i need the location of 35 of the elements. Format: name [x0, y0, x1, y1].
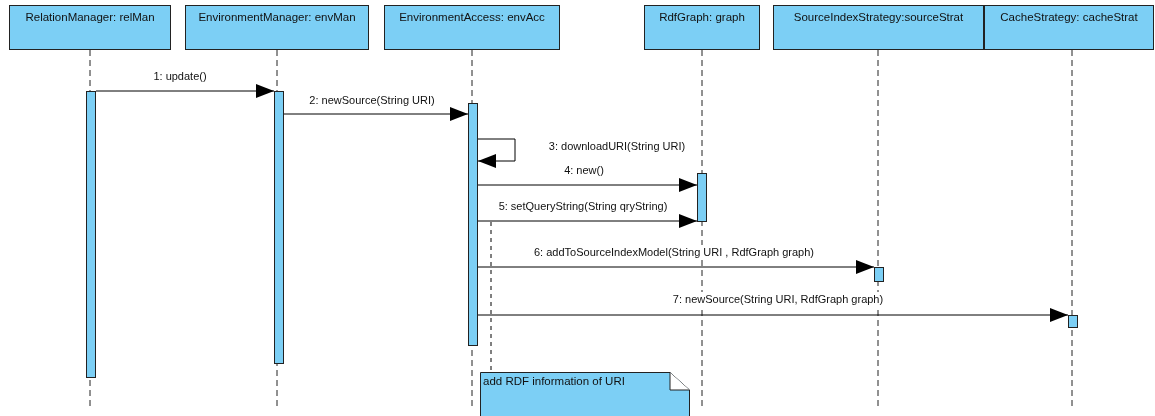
message-label: 7: newSource(String URI, RdfGraph graph)	[671, 292, 885, 306]
object-name: EnvironmentAccess: envAcc	[399, 11, 545, 23]
activation-bar	[874, 267, 884, 282]
message-label: 1: update()	[152, 69, 208, 83]
object-name: CacheStrategy: cacheStrat	[1000, 11, 1138, 23]
lifeline-header	[773, 5, 984, 50]
note-text: add RDF information of URI	[483, 375, 625, 387]
message-arrow	[477, 138, 516, 168]
activation-bar	[1068, 315, 1078, 328]
message-arrow	[477, 260, 875, 274]
activation-bar	[468, 103, 478, 346]
lifeline-header	[384, 5, 560, 50]
message-arrow	[477, 178, 698, 192]
lifeline-header	[9, 5, 171, 50]
object-name: SourceIndexStrategy:sourceStrat	[793, 11, 964, 23]
lifeline-header	[185, 5, 369, 50]
message-arrow	[95, 84, 275, 98]
message-label: 2: newSource(String URI)	[308, 93, 436, 107]
activation-bar	[697, 173, 707, 222]
object-name: RdfGraph: graph	[659, 11, 745, 23]
message-arrow	[283, 107, 469, 121]
message-label: 3: downloadURI(String URI)	[547, 139, 687, 153]
message-arrow	[477, 308, 1069, 322]
activation-bar	[86, 91, 96, 378]
lifeline-header	[644, 5, 760, 50]
note-shape	[480, 372, 690, 416]
activation-bar	[274, 91, 284, 364]
message-label: 5: setQueryString(String qryString)	[497, 199, 669, 213]
message-label: 6: addToSourceIndexModel(String URI , RdfGraph graph)	[533, 245, 815, 259]
message-label: 4: new()	[563, 163, 605, 177]
lifeline-header	[984, 5, 1154, 50]
object-name: EnvironmentManager: envMan	[198, 11, 356, 23]
note-connector	[490, 221, 492, 373]
object-name: RelationManager: relMan	[25, 11, 155, 23]
message-arrow	[477, 214, 698, 228]
